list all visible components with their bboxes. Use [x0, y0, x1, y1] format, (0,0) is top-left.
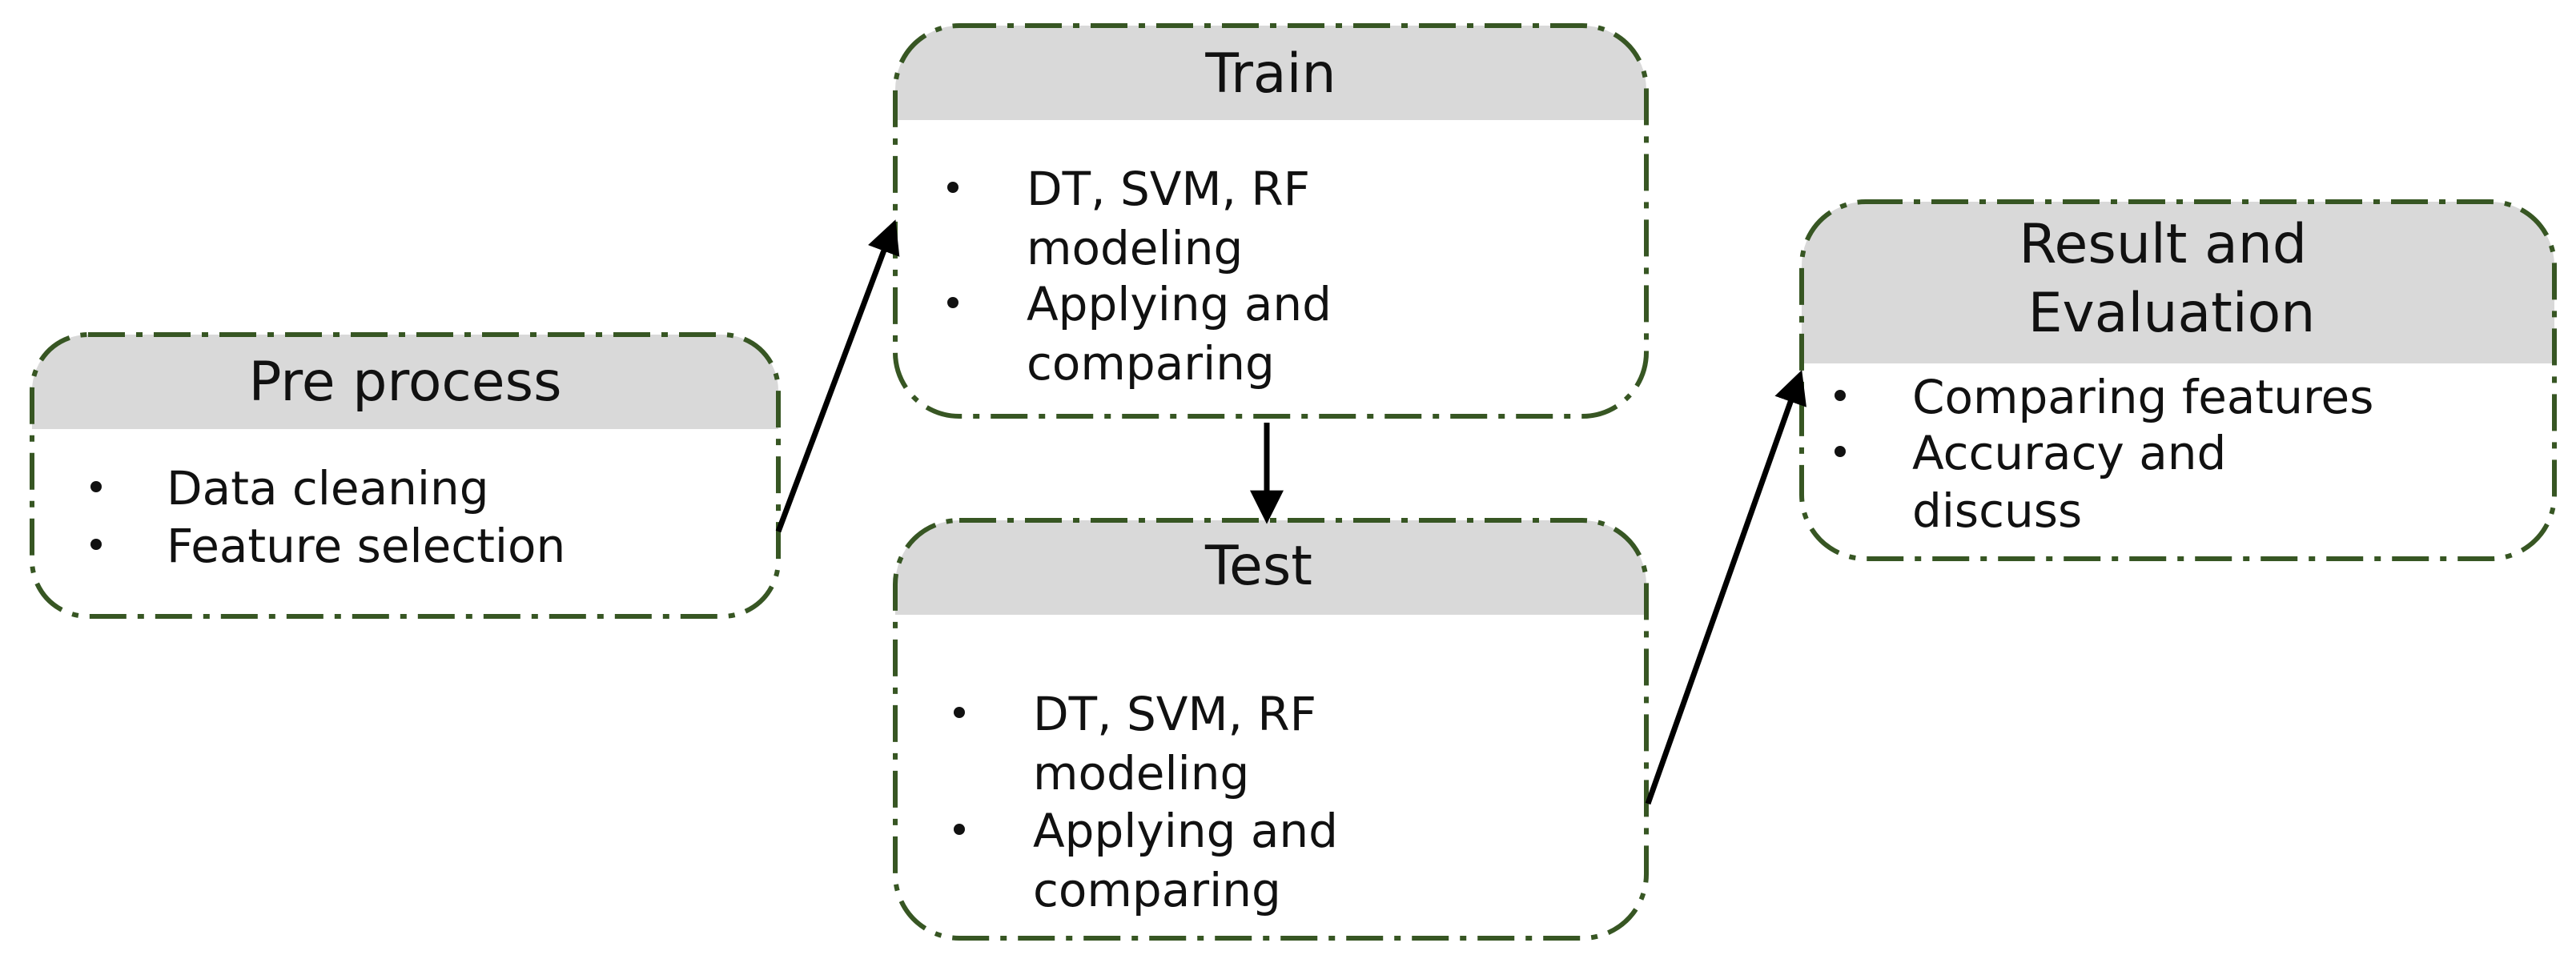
preprocess-item-2: Feature selection — [167, 519, 565, 573]
train-item-2: Applying and comparing — [1027, 277, 1346, 391]
bullet-icon — [947, 182, 958, 193]
result-box: Result and Evaluation Comparing features… — [1799, 199, 2557, 561]
preprocess-item-1: Data cleaning — [167, 461, 489, 516]
bullet-icon — [90, 539, 102, 550]
arrow-preprocess-to-train — [775, 219, 900, 533]
bullet-icon — [947, 297, 958, 308]
result-title: Result and Evaluation — [2019, 213, 2324, 345]
train-item-1: DT, SVM, RF modeling — [1027, 162, 1324, 275]
test-item-2: Applying and comparing — [1033, 804, 1352, 917]
result-item-1: Comparing features — [1912, 370, 2373, 424]
test-item-1: DT, SVM, RF modeling — [1033, 687, 1331, 800]
preprocess-title: Pre process — [248, 351, 561, 414]
train-border — [893, 23, 1649, 419]
preprocess-header — [32, 335, 778, 429]
train-title: Train — [1204, 42, 1336, 106]
result-border — [1799, 199, 2557, 561]
bullet-icon — [90, 481, 102, 492]
test-title: Test — [1204, 535, 1312, 598]
test-box: Test DT, SVM, RF modeling Applying and c… — [893, 518, 1649, 941]
test-header — [895, 520, 1646, 615]
preprocess-border — [30, 332, 781, 619]
result-item-2: Accuracy and discuss — [1912, 426, 2241, 538]
train-box: Train DT, SVM, RF modeling Applying and … — [893, 23, 1649, 419]
bullet-icon — [1835, 446, 1846, 457]
train-header — [895, 26, 1646, 120]
bullet-icon — [954, 707, 965, 718]
bullet-icon — [1835, 390, 1846, 401]
arrow-test-to-result — [1645, 370, 1806, 805]
preprocess-box: Pre process Data cleaning Feature select… — [30, 332, 781, 619]
result-header — [1802, 202, 2554, 363]
bullet-icon — [954, 824, 965, 835]
